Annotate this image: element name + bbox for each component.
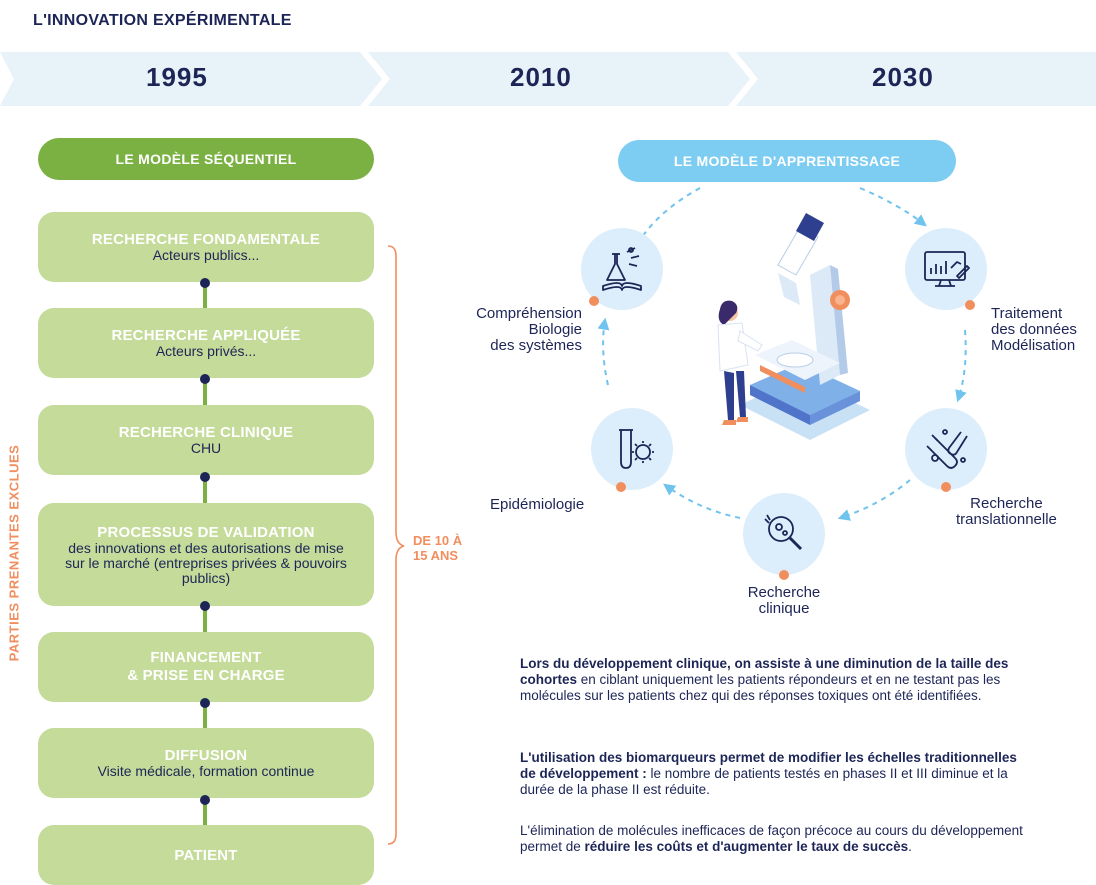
node-dot — [941, 482, 951, 492]
page-title: L'INNOVATION EXPÉRIMENTALE — [33, 12, 292, 29]
node-dot — [779, 570, 789, 580]
timeline-band — [0, 52, 1096, 106]
stage-title: DIFFUSION — [164, 747, 248, 764]
test-tubes-icon — [926, 429, 968, 469]
stage-title: PROCESSUS DE VALIDATION — [97, 523, 315, 541]
paragraph-elimination: L'élimination de molécules inefficaces d… — [520, 823, 1023, 854]
stage-financement: FINANCEMENT & PRISE EN CHARGE — [38, 632, 374, 702]
paragraph-cohortes: Lors du développement clinique, on assis… — [520, 656, 1009, 703]
connector-dot — [200, 278, 210, 288]
stage-connector — [203, 474, 207, 504]
stage-processus-validation: PROCESSUS DE VALIDATION des innovations … — [38, 503, 374, 606]
connector-dot — [200, 698, 210, 708]
stage-connector — [203, 700, 207, 730]
stage-title: RECHERCHE CLINIQUE — [118, 424, 294, 441]
label-recherche-clinique: Recherche clinique — [747, 584, 821, 617]
stage-subtitle: des innovations et des autorisations de … — [65, 539, 347, 586]
stage-title: FINANCEMENT & PRISE EN CHARGE — [127, 649, 285, 684]
node-dot — [616, 482, 626, 492]
data-screen-icon — [924, 251, 970, 287]
node-comprehension — [581, 228, 663, 310]
sequential-model-header: LE MODÈLE SÉQUENTIEL — [38, 138, 374, 180]
connector-dot — [200, 472, 210, 482]
year-2030: 2030 — [872, 62, 934, 92]
node-recherche-clinique — [743, 493, 825, 575]
stage-connector — [203, 280, 207, 310]
magnifier-cell-icon — [764, 514, 803, 551]
stage-connector — [203, 604, 207, 634]
stage-diffusion: DIFFUSION Visite médicale, formation con… — [38, 728, 374, 798]
year-1995: 1995 — [146, 62, 208, 92]
connector-dot — [200, 795, 210, 805]
microscope-scientist-illustration — [717, 213, 870, 440]
stage-recherche-clinique: RECHERCHE CLINIQUE CHU — [38, 405, 374, 475]
learning-model-header: LE MODÈLE D'APPRENTISSAGE — [618, 140, 956, 182]
label-comprehension: Compréhension Biologie des systèmes — [476, 305, 582, 354]
duration-bracket — [387, 245, 405, 845]
label-translationnelle: Recherche translationnelle — [956, 495, 1057, 528]
stage-subtitle: CHU — [190, 440, 222, 456]
node-dot — [589, 296, 599, 306]
node-dot — [965, 300, 975, 310]
node-epidemiologie — [591, 408, 673, 490]
stage-title: PATIENT — [174, 846, 238, 864]
stage-connector — [203, 376, 207, 406]
stage-subtitle: Acteurs privés... — [155, 343, 257, 359]
stage-recherche-appliquee: RECHERCHE APPLIQUÉE Acteurs privés... — [38, 308, 374, 378]
stage-connector — [203, 797, 207, 827]
excluded-stakeholders-label: PARTIES PRENANTES EXCLUES — [6, 444, 22, 661]
stage-title: RECHERCHE APPLIQUÉE — [111, 327, 301, 344]
connector-dot — [200, 601, 210, 611]
stage-title: RECHERCHE FONDAMENTALE — [91, 231, 321, 248]
tube-bacteria-icon — [619, 429, 654, 469]
label-epidemiologie: Epidémiologie — [490, 496, 585, 513]
label-traitement: Traitement des données Modélisation — [991, 305, 1077, 354]
stage-patient: PATIENT — [38, 825, 374, 885]
stage-recherche-fondamentale: RECHERCHE FONDAMENTALE Acteurs publics..… — [38, 212, 374, 282]
year-2010: 2010 — [510, 62, 572, 92]
node-recherche-translationnelle — [905, 408, 987, 490]
stage-subtitle: Visite médicale, formation continue — [97, 763, 315, 779]
stage-subtitle: Acteurs publics... — [152, 247, 260, 263]
duration-label: DE 10 À 15 ANS — [413, 533, 463, 563]
flask-book-icon — [602, 247, 642, 291]
node-traitement — [905, 228, 987, 310]
paragraph-biomarqueurs: L'utilisation des biomarqueurs permet de… — [520, 750, 1017, 797]
connector-dot — [200, 374, 210, 384]
